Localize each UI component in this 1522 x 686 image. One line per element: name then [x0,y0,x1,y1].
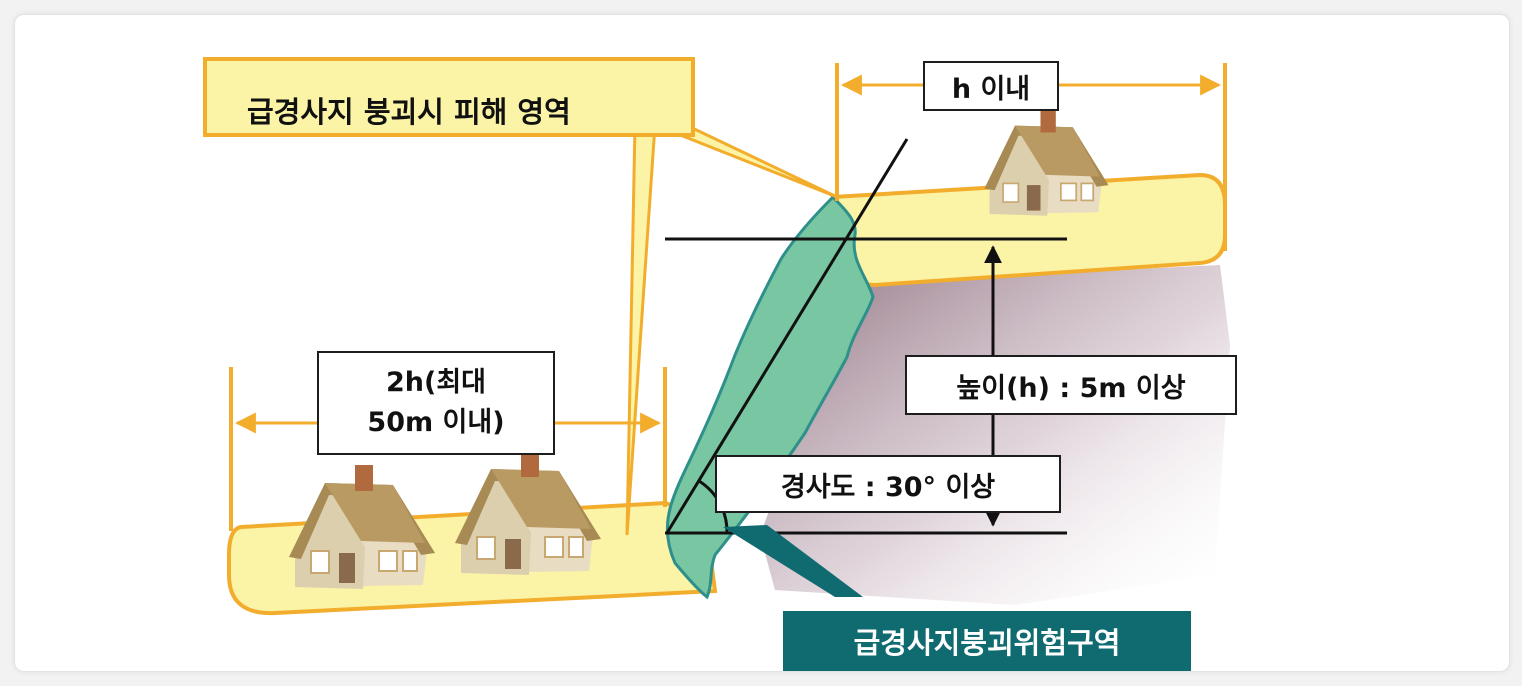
house-icon-lower-right [454,450,602,576]
bottom-width-label-line2: 50m 이내) [367,407,505,438]
slope-diagram [203,57,1230,616]
bottom-width-label-line1: 2h(최대 [385,367,487,398]
callout-box [203,57,695,137]
diagram-card: 급경사지 붕괴시 피해 영역 h 이내 2h(최대 50m 이내) 높이(h) … [14,14,1510,672]
zone-badge-pointer [723,525,863,597]
bottom-width-label: 2h(최대 50m 이내) [317,351,555,455]
damage-area-callout-text: 급경사지 붕괴시 피해 영역 [247,95,571,129]
top-width-label: h 이내 [923,61,1059,111]
slope-angle-line [665,138,909,534]
house-icon-upper [983,109,1110,217]
height-label: 높이(h) : 5m 이상 [905,355,1237,415]
collapse-risk-zone-badge: 급경사지붕괴위험구역 [783,611,1191,671]
slope-angle-label: 경사도 : 30° 이상 [715,455,1061,513]
house-icon-lower-left [288,464,436,590]
